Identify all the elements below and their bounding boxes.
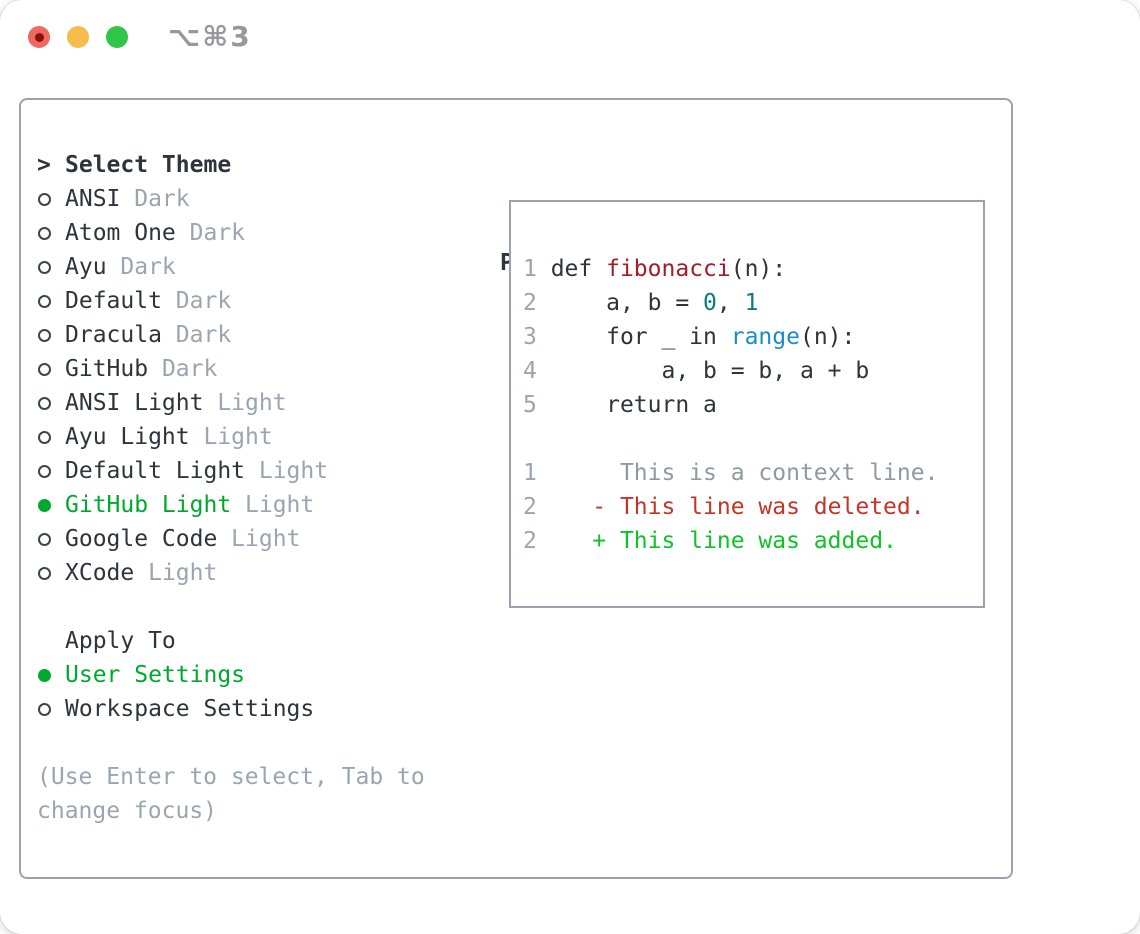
theme-option-google-code[interactable]: Google Code Light: [37, 522, 489, 556]
window-title: ⌥⌘3: [168, 20, 252, 53]
minimize-button-icon[interactable]: [67, 26, 89, 48]
radio-icon: [38, 532, 51, 546]
preview-code: 1 def fibonacci(n): 2 a, b = 0, 1 3 for _ …: [511, 202, 983, 558]
keyboard-hint: (Use Enter to select, Tab to change focu…: [37, 764, 425, 824]
option-label: Dracula: [65, 322, 162, 348]
option-label: Ayu: [65, 254, 107, 280]
blank-line: [523, 422, 983, 456]
variant-label: Light: [189, 424, 273, 450]
option-label: XCode: [65, 560, 135, 586]
option-label: Ayu Light: [65, 424, 190, 450]
radio-icon: [38, 464, 51, 478]
diff-added-line: 2 + This line was added.: [523, 528, 897, 554]
radio-icon: [38, 294, 51, 308]
diff-context-line: 1 This is a context line.: [523, 460, 939, 486]
theme-option-ansi-light[interactable]: ANSI Light Light: [37, 386, 489, 420]
traffic-lights: [28, 26, 128, 48]
variant-label: Light: [203, 390, 287, 416]
radio-icon: [38, 226, 51, 240]
code-line-1: 1 def fibonacci(n):: [523, 256, 787, 282]
theme-option-github[interactable]: GitHub Dark: [37, 352, 489, 386]
line-number: 1: [523, 256, 537, 282]
theme-option-ansi[interactable]: ANSI Dark: [37, 182, 489, 216]
variant-label: Light: [134, 560, 218, 586]
theme-option-atom-one[interactable]: Atom One Dark: [37, 216, 489, 250]
theme-option-ayu-light[interactable]: Ayu Light Light: [37, 420, 489, 454]
option-label: ANSI Light: [65, 390, 204, 416]
radio-icon: [38, 328, 51, 342]
variant-label: Dark: [148, 356, 218, 382]
radio-icon: [38, 260, 51, 274]
diff-deleted-line: 2 - This line was deleted.: [523, 494, 925, 520]
window-titlebar: ⌥⌘3: [0, 0, 1140, 76]
radio-icon: [38, 192, 51, 206]
theme-option-github-light[interactable]: GitHub Light Light: [37, 488, 489, 522]
line-number: 3: [523, 324, 537, 350]
option-label: ANSI: [65, 186, 121, 212]
select-theme-header: > Select Theme: [37, 148, 489, 182]
variant-label: Light: [217, 526, 301, 552]
apply-option-workspace-settings[interactable]: Workspace Settings: [37, 692, 489, 726]
line-number: 2: [523, 528, 537, 554]
variant-label: Dark: [161, 322, 232, 348]
code-line-4: 4 a, b = b, a + b: [523, 358, 870, 384]
option-label: Default Light: [65, 458, 246, 484]
variant-label: Dark: [106, 254, 176, 280]
select-theme-title: Select Theme: [65, 152, 232, 178]
variant-label: Dark: [175, 220, 246, 246]
variant-label: Light: [245, 458, 329, 484]
zoom-button-icon[interactable]: [106, 26, 128, 48]
apply-option-user-settings[interactable]: User Settings: [37, 658, 489, 692]
spacer: [37, 590, 489, 624]
apply-to-header: Apply To: [37, 624, 489, 658]
radio-selected-icon: [38, 668, 51, 682]
option-label: Default: [65, 288, 162, 314]
theme-option-default[interactable]: Default Dark: [37, 284, 489, 318]
apply-to-title: Apply To: [65, 628, 176, 654]
option-label: GitHub Light: [65, 492, 232, 518]
close-dot-icon: [34, 32, 44, 42]
radio-icon: [38, 396, 51, 410]
cursor-chevron-icon: >: [37, 152, 51, 178]
theme-option-xcode[interactable]: XCode Light: [37, 556, 489, 590]
radio-selected-icon: [38, 498, 51, 512]
variant-label: Dark: [161, 288, 232, 314]
option-label: Google Code: [65, 526, 218, 552]
line-number: 2: [523, 494, 537, 520]
theme-option-dracula[interactable]: Dracula Dark: [37, 318, 489, 352]
option-label: GitHub: [65, 356, 149, 382]
preview-box: 1 def fibonacci(n): 2 a, b = 0, 1 3 for _ …: [509, 200, 985, 608]
code-line-2: 2 a, b = 0, 1: [523, 290, 759, 316]
variant-label: Dark: [120, 186, 190, 212]
line-number: 1: [523, 460, 537, 486]
line-number: 4: [523, 358, 537, 384]
variant-label: Light: [231, 492, 315, 518]
close-button-icon[interactable]: [28, 26, 50, 48]
theme-option-default-light[interactable]: Default Light Light: [37, 454, 489, 488]
option-label: User Settings: [65, 662, 246, 688]
theme-option-ayu[interactable]: Ayu Dark: [37, 250, 489, 284]
option-label: Atom One: [65, 220, 176, 246]
code-line-5: 5 return a: [523, 392, 717, 418]
radio-icon: [38, 566, 51, 580]
spacer: [37, 726, 489, 760]
line-number: 5: [523, 392, 537, 418]
radio-icon: [38, 362, 51, 376]
code-line-3: 3 for _ in range(n):: [523, 324, 856, 350]
radio-icon: [38, 702, 51, 716]
option-label: Workspace Settings: [65, 696, 315, 722]
radio-icon: [38, 430, 51, 444]
line-number: 2: [523, 290, 537, 316]
